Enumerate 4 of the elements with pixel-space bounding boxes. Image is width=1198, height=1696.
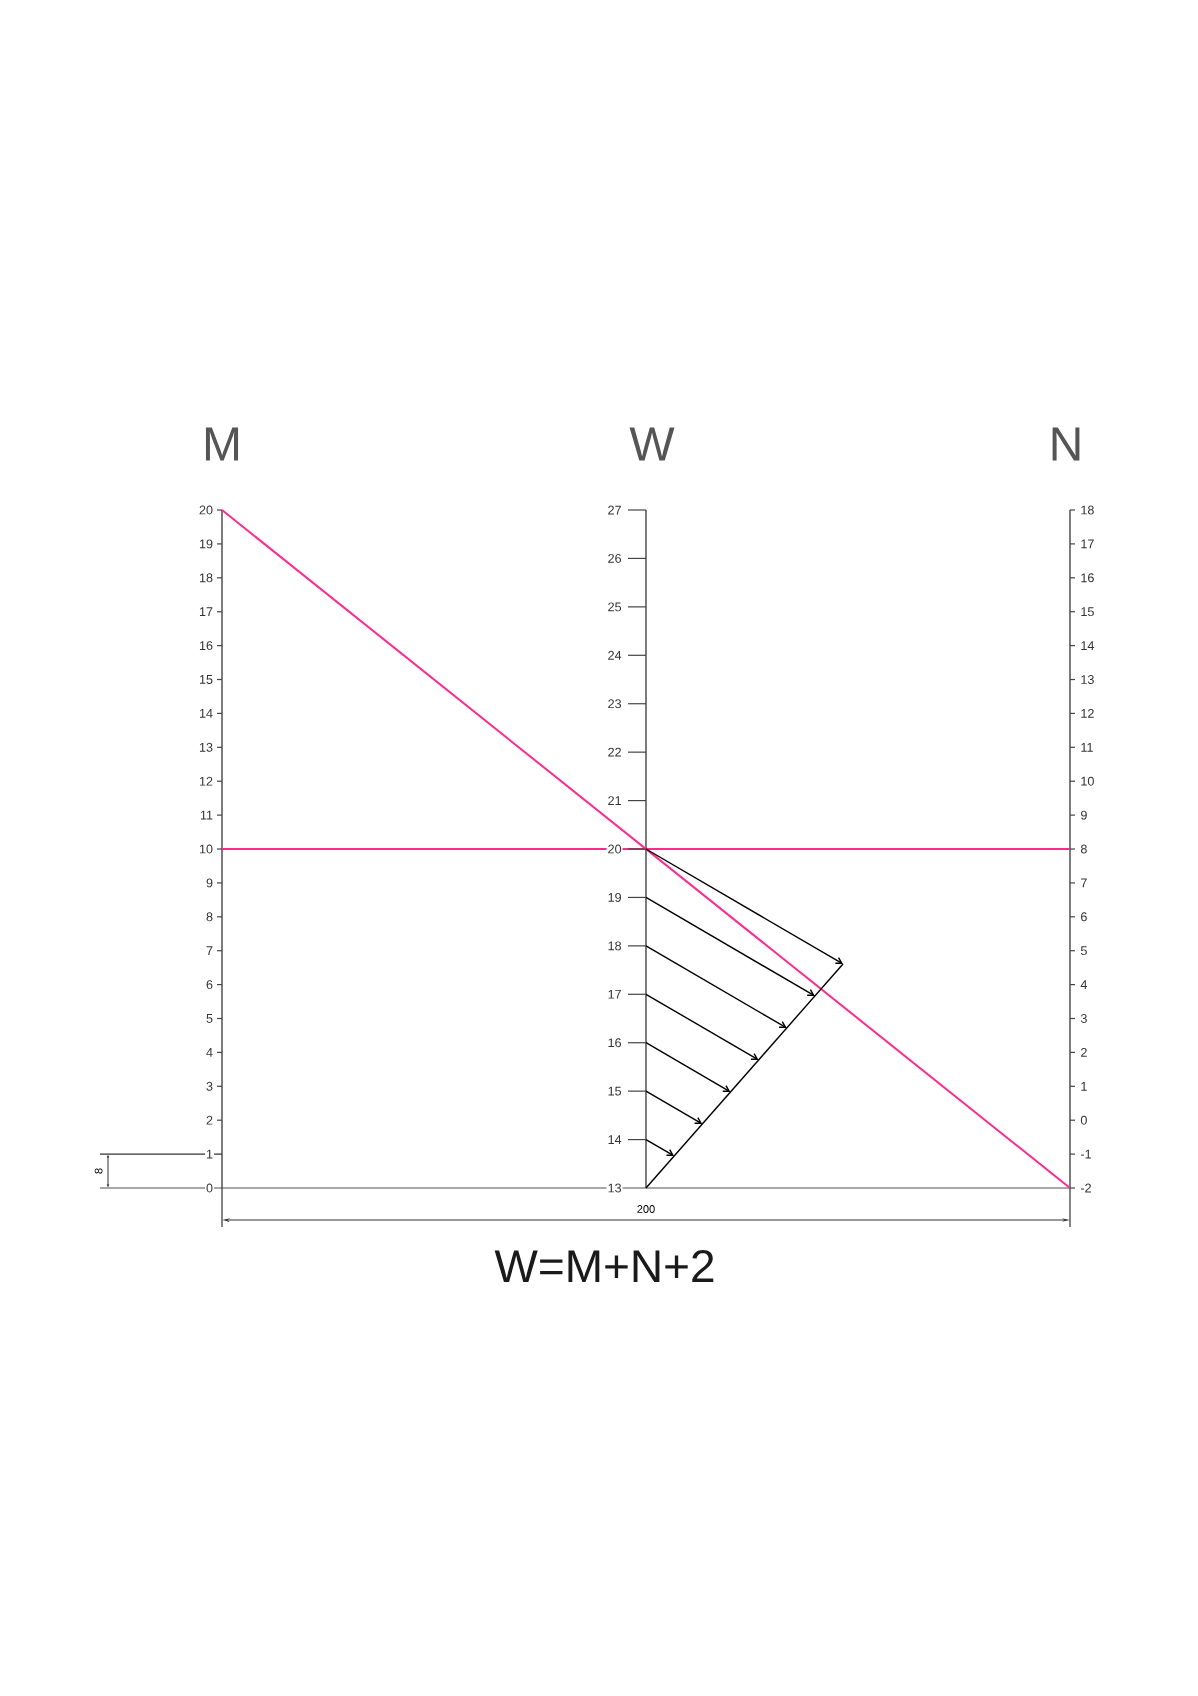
formula-caption: W=M+N+2	[494, 1249, 714, 1283]
scale-heading: M	[205, 427, 239, 461]
scale-heading: N	[1052, 427, 1080, 461]
scale-heading: W	[629, 427, 675, 461]
